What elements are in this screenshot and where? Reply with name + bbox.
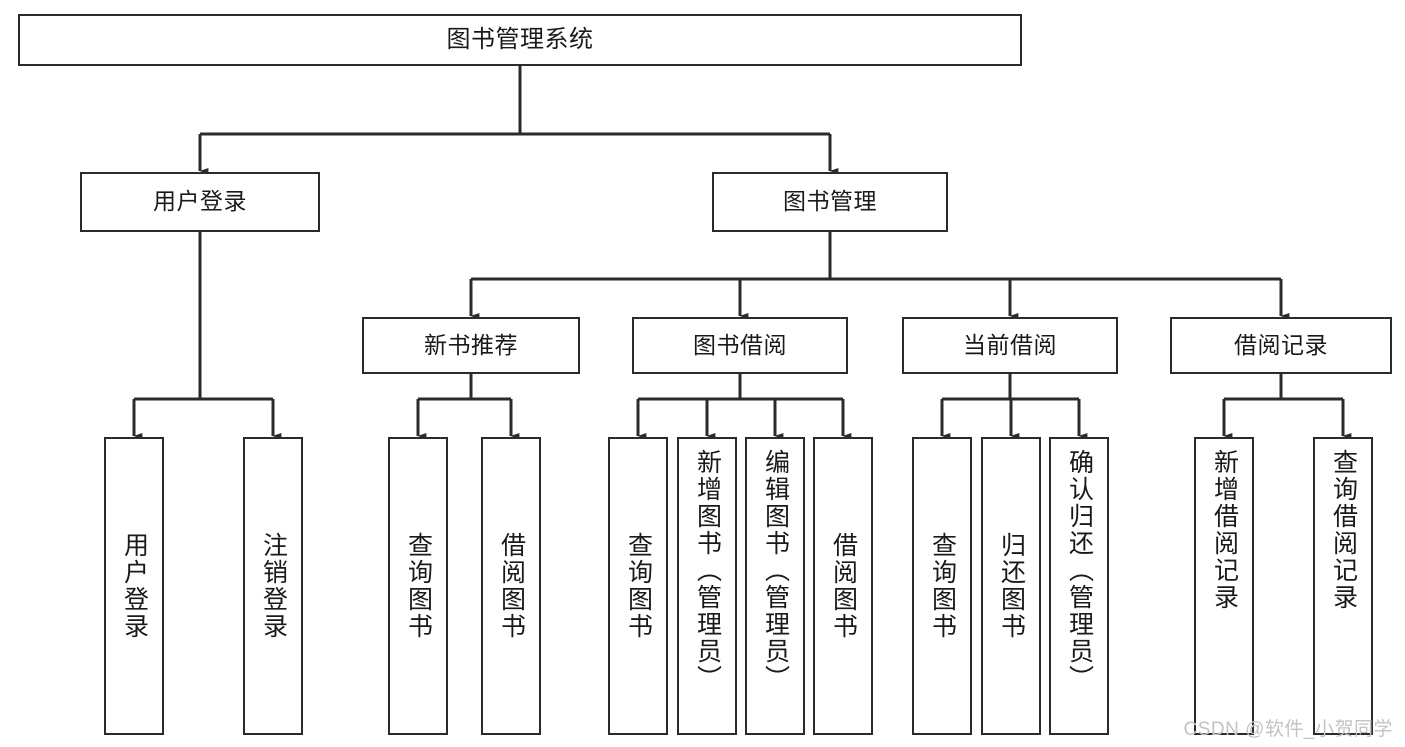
node-label: 归还图书 <box>997 532 1026 640</box>
node-label: 借阅图书 <box>497 532 526 640</box>
node-leaf-add-borrow-record[interactable]: 新增借阅记录 <box>1194 437 1254 735</box>
node-label: 查询图书 <box>624 532 653 640</box>
node-leaf-query-book-borrow[interactable]: 查询图书 <box>608 437 668 735</box>
node-leaf-edit-book-admin[interactable]: 编辑图书（管理员） <box>745 437 805 735</box>
node-label: 编辑图书（管理员） <box>761 449 790 692</box>
node-book-manage[interactable]: 图书管理 <box>712 172 948 232</box>
node-label: 新增借阅记录 <box>1210 449 1239 611</box>
node-label: 图书管理系统 <box>446 25 594 53</box>
node-leaf-user-login[interactable]: 用户登录 <box>104 437 164 735</box>
node-current-borrow[interactable]: 当前借阅 <box>902 317 1118 374</box>
node-leaf-return-book[interactable]: 归还图书 <box>981 437 1041 735</box>
node-label: 用户登录 <box>120 532 149 640</box>
node-label: 查询借阅记录 <box>1329 449 1358 611</box>
node-label: 图书借阅 <box>693 331 787 358</box>
node-borrow-record[interactable]: 借阅记录 <box>1170 317 1392 374</box>
node-label: 新增图书（管理员） <box>693 449 722 692</box>
node-label: 借阅图书 <box>829 532 858 640</box>
node-label: 借阅记录 <box>1234 331 1328 358</box>
node-leaf-add-book-admin[interactable]: 新增图书（管理员） <box>677 437 737 735</box>
node-label: 图书管理 <box>783 188 877 215</box>
watermark: CSDN @软件_小贺同学 <box>1183 719 1393 740</box>
node-book-borrow[interactable]: 图书借阅 <box>632 317 848 374</box>
node-label: 用户登录 <box>153 188 247 215</box>
node-leaf-borrow-book[interactable]: 借阅图书 <box>813 437 873 735</box>
node-leaf-query-book-current[interactable]: 查询图书 <box>912 437 972 735</box>
node-leaf-borrow-book-rec[interactable]: 借阅图书 <box>481 437 541 735</box>
node-label: 查询图书 <box>404 532 433 640</box>
node-leaf-confirm-return-admin[interactable]: 确认归还（管理员） <box>1049 437 1109 735</box>
node-label: 确认归还（管理员） <box>1065 449 1094 692</box>
node-new-book-recommend[interactable]: 新书推荐 <box>362 317 580 374</box>
node-user-login[interactable]: 用户登录 <box>80 172 320 232</box>
node-leaf-query-book-rec[interactable]: 查询图书 <box>388 437 448 735</box>
node-leaf-user-logout[interactable]: 注销登录 <box>243 437 303 735</box>
node-leaf-query-borrow-record[interactable]: 查询借阅记录 <box>1313 437 1373 735</box>
node-label: 新书推荐 <box>424 331 518 358</box>
node-label: 当前借阅 <box>963 331 1057 358</box>
node-label: 查询图书 <box>928 532 957 640</box>
node-root[interactable]: 图书管理系统 <box>18 14 1022 66</box>
node-label: 注销登录 <box>259 532 288 640</box>
